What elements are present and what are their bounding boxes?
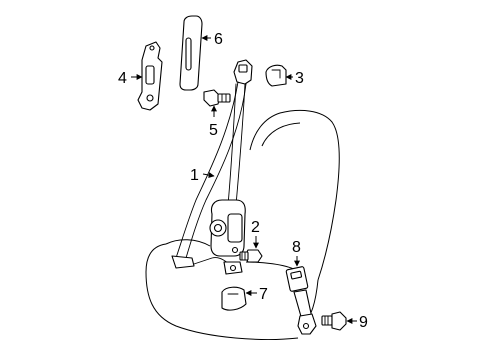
buckle-head <box>285 266 309 292</box>
retractor-strap-edge-a <box>227 83 237 206</box>
lower-anchor-plate <box>171 255 195 269</box>
adjuster-hole-bottom <box>146 94 154 102</box>
retractor-bolt <box>239 249 263 263</box>
buckle-button <box>290 270 303 280</box>
seat-belt-assembly <box>171 59 253 275</box>
callout-4: 4 <box>118 70 127 87</box>
callout-8: 8 <box>292 239 301 256</box>
callout-9: 9 <box>359 314 368 331</box>
anchor-cover-cap <box>265 64 287 87</box>
adjuster-hole-top <box>149 45 155 51</box>
buckle-bolt <box>321 311 347 331</box>
callout-1: 1 <box>190 167 199 184</box>
callout-7: 7 <box>259 286 268 303</box>
callout-6: 6 <box>214 31 223 48</box>
adjuster-slot <box>145 65 155 85</box>
buckle-cover <box>221 286 247 311</box>
callout-5: 5 <box>209 122 218 139</box>
leader-1 <box>202 172 215 178</box>
guide-slot <box>185 37 192 71</box>
anchor-hole <box>229 264 237 272</box>
callout-labels: 1 2 3 4 5 6 7 8 9 <box>118 31 368 331</box>
leader-lines <box>131 35 357 324</box>
pillar-guide <box>179 15 203 91</box>
buckle-anchor-hole <box>302 322 310 330</box>
slip-guide-slot <box>238 64 248 73</box>
height-adjuster <box>137 41 163 111</box>
shoulder-strap-edge-b <box>185 83 247 259</box>
retractor-strap-edge-b <box>235 83 246 206</box>
shoulder-strap-edge-a <box>175 81 239 259</box>
anchor-bolt <box>203 89 231 107</box>
retractor-bolt-hole <box>231 246 239 254</box>
callout-2: 2 <box>251 219 260 236</box>
callout-3: 3 <box>295 70 304 87</box>
retractor-hub <box>213 223 223 233</box>
buckle-assembly <box>285 266 317 335</box>
retractor-cover <box>227 213 243 243</box>
